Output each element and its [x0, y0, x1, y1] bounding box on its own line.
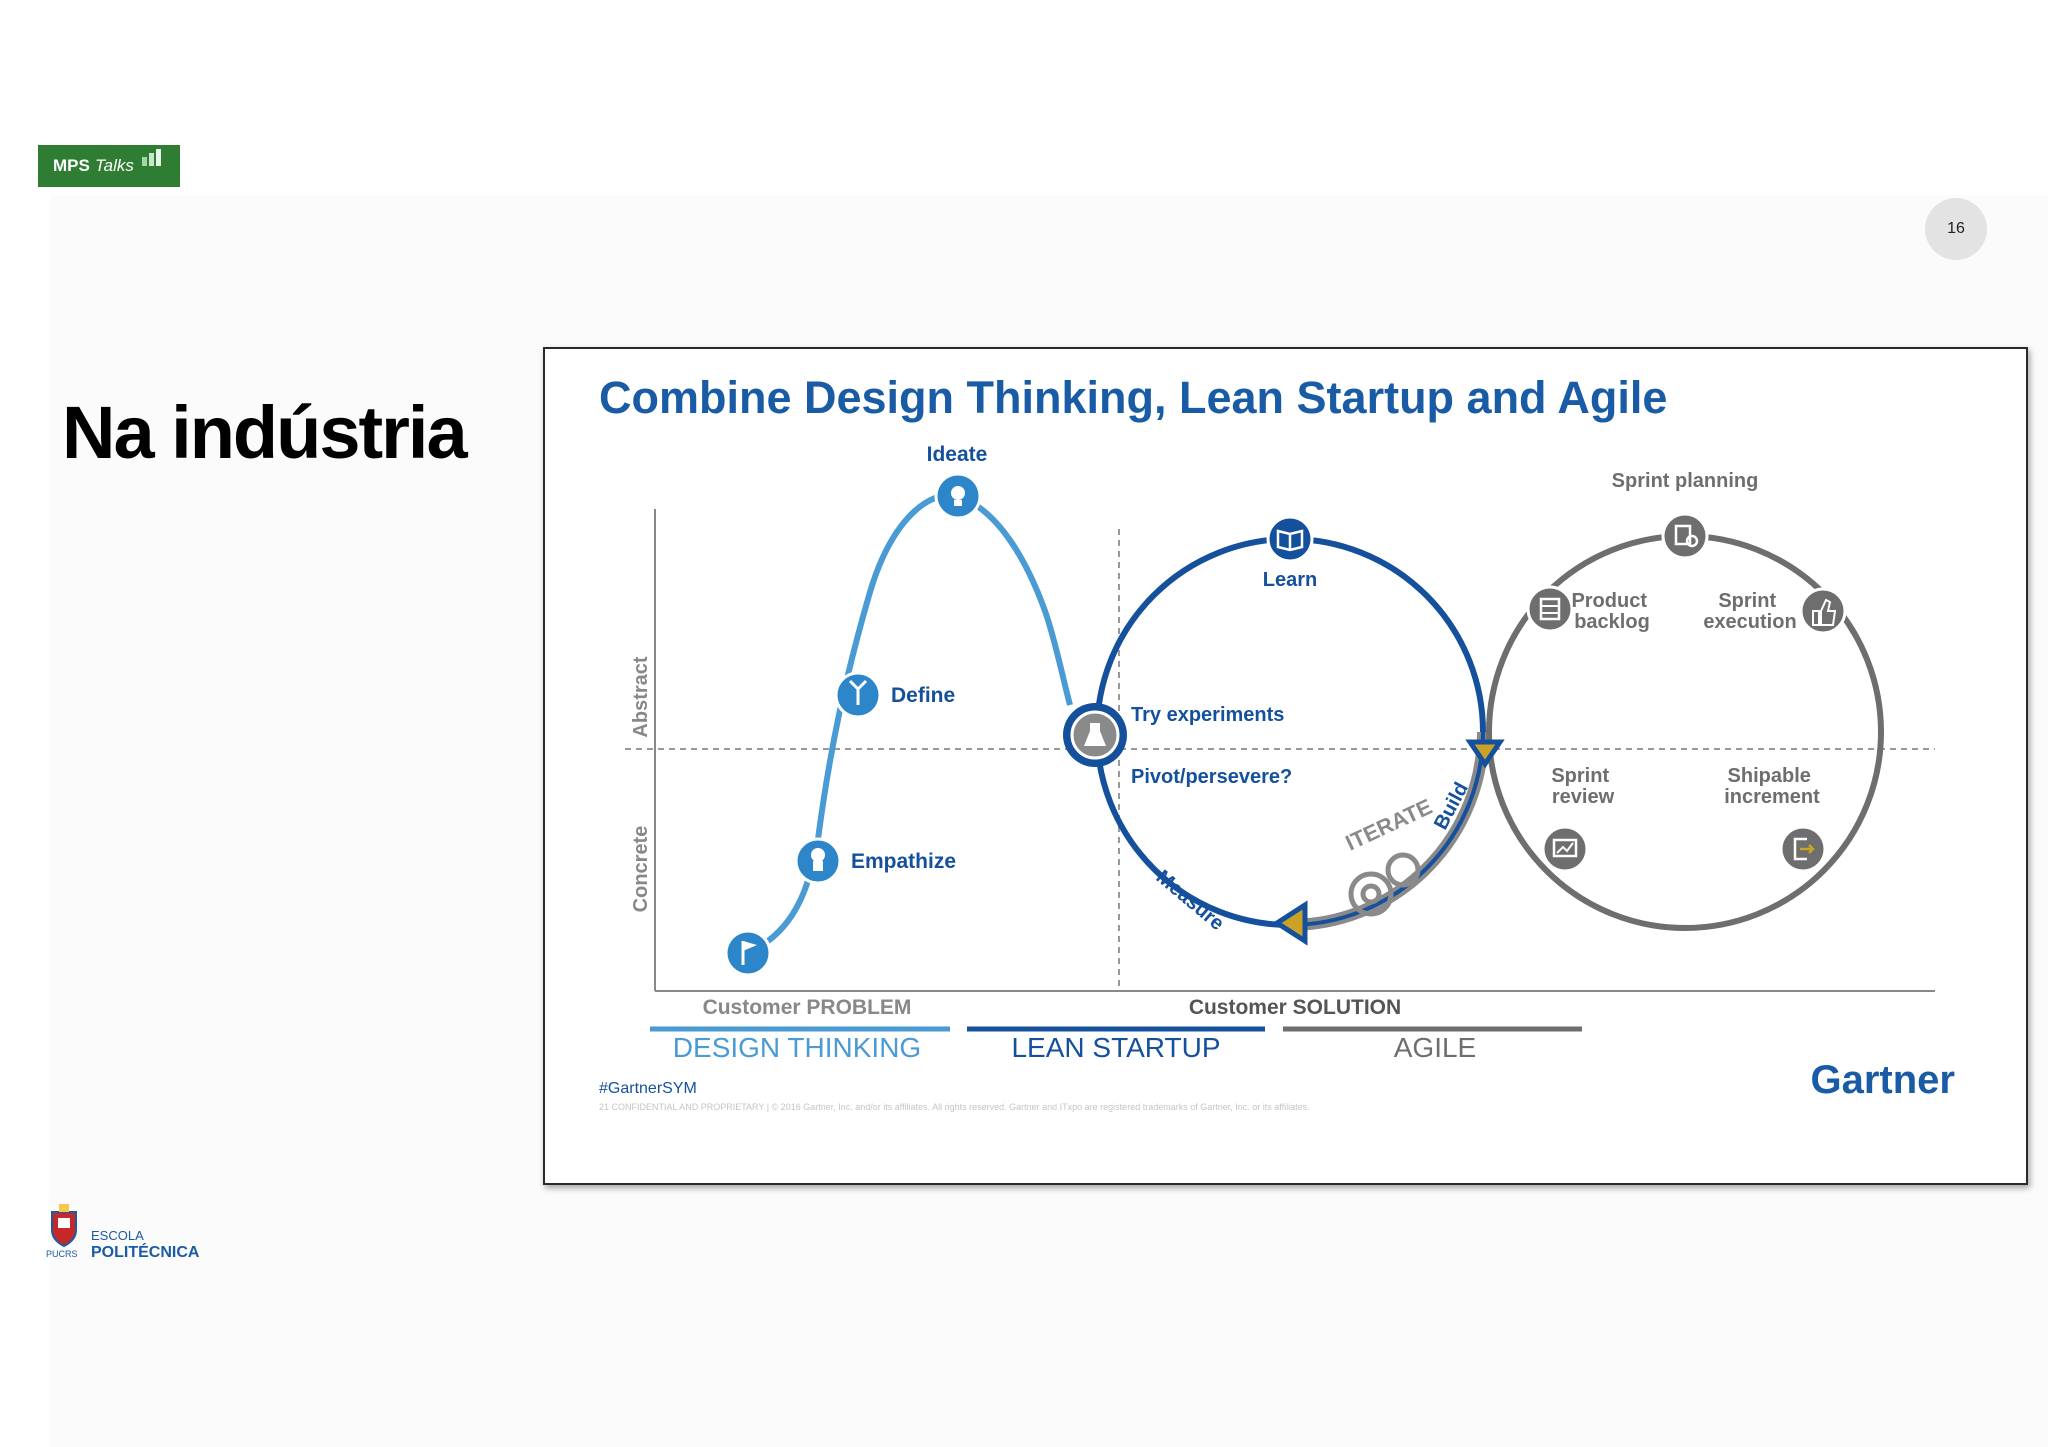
define-icon — [834, 671, 882, 719]
design-thinking-curve — [746, 492, 1073, 956]
logo-brand-italic: Talks — [94, 156, 134, 175]
export-icon — [1779, 825, 1827, 873]
phase-design-thinking: DESIGN THINKING — [673, 1032, 921, 1063]
build-arc-inner — [1289, 731, 1485, 927]
diagram-title: Combine Design Thinking, Lean Startup an… — [599, 372, 1667, 423]
flask-icon — [1063, 703, 1127, 767]
measure-label: Measure — [1152, 866, 1228, 935]
page-number-badge: 16 — [1925, 198, 1987, 260]
school-logo: PUCRS ESCOLA POLITÉCNICA — [44, 1202, 234, 1262]
empathize-icon — [794, 837, 842, 885]
ideate-label: Ideate — [927, 443, 988, 466]
school-line1: ESCOLA — [91, 1228, 144, 1243]
sprint-execution-label: Sprint execution — [1703, 590, 1796, 633]
sprint-review-line1: Sprint — [1551, 765, 1609, 787]
iterate-label: ITERATE — [1342, 794, 1436, 856]
phase-agile: AGILE — [1394, 1032, 1476, 1063]
customer-solution-label: Customer SOLUTION — [1189, 996, 1401, 1019]
logo-brand-main: MPS — [53, 156, 90, 175]
book-icon — [1266, 515, 1314, 563]
play-left-icon — [1272, 900, 1308, 946]
school-short-name: PUCRS — [46, 1249, 78, 1259]
shipable-increment-line1: Shipable — [1728, 765, 1811, 787]
pivot-persevere-label: Pivot/persevere? — [1131, 766, 1292, 788]
phase-lean-startup: LEAN STARTUP — [1011, 1032, 1220, 1063]
shipable-increment-line2: increment — [1724, 786, 1820, 808]
copyright-footer: 21 CONFIDENTIAL AND PROPRIETARY | © 2016… — [599, 1102, 1310, 1112]
bar-chart-icon — [142, 149, 161, 166]
lightbulb-icon — [934, 472, 982, 520]
learn-label: Learn — [1263, 569, 1317, 591]
sprint-review-line2: review — [1552, 786, 1615, 808]
search-doc-icon — [1661, 512, 1709, 560]
product-backlog-line2: backlog — [1574, 611, 1650, 633]
empathize-label: Empathize — [851, 850, 956, 873]
customer-problem-label: Customer PROBLEM — [703, 996, 912, 1019]
sprint-execution-line1: Sprint — [1718, 590, 1776, 612]
mps-talks-logo: MPS Talks — [38, 145, 180, 187]
play-right-icon — [1465, 739, 1505, 769]
crest-icon — [51, 1204, 77, 1248]
methodology-diagram: Combine Design Thinking, Lean Startup an… — [543, 347, 2028, 1185]
thumbs-up-icon — [1799, 587, 1847, 635]
product-backlog-label: Product backlog — [1571, 590, 1652, 633]
slide-title: Na indústria — [62, 391, 468, 474]
iterate-gears-icon — [1348, 852, 1421, 917]
school-line2: POLITÉCNICA — [91, 1244, 200, 1261]
flag-icon — [724, 929, 772, 977]
axis-label-concrete: Concrete — [630, 826, 652, 913]
shipable-increment-label: Shipable increment — [1724, 765, 1820, 808]
axis-label-abstract: Abstract — [630, 656, 652, 737]
gartner-hashtag: #GartnerSYM — [599, 1080, 697, 1097]
gartner-logo: Gartner — [1811, 1058, 1956, 1102]
product-backlog-line1: Product — [1571, 590, 1647, 612]
define-label: Define — [891, 684, 955, 707]
sprint-execution-line2: execution — [1703, 611, 1796, 633]
try-experiments-label: Try experiments — [1131, 704, 1284, 726]
backlog-icon — [1526, 585, 1574, 633]
sprint-review-label: Sprint review — [1551, 765, 1614, 808]
sprint-planning-label: Sprint planning — [1612, 470, 1759, 492]
axes — [625, 509, 1935, 992]
chart-icon — [1541, 825, 1589, 873]
